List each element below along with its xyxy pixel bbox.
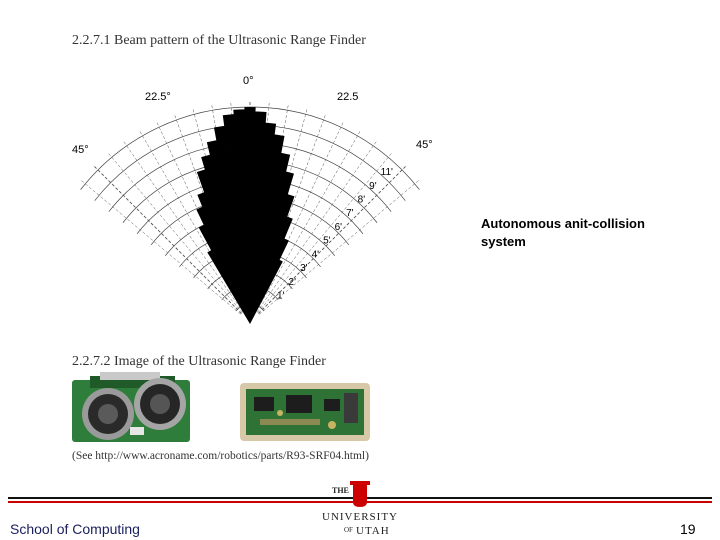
image-heading: 2.2.7.2 Image of the Ultrasonic Range Fi…	[72, 354, 326, 369]
distance-label: 5'	[323, 236, 331, 247]
logo-the: THE	[332, 486, 349, 495]
caption: Autonomous anit-collision system	[481, 215, 681, 251]
beam-pattern-diagram: 0° 22.5° 22.5 45° 45° 11' 9'8' 7'6' 5'4' 3'2…	[72, 75, 433, 324]
distance-label: 1'	[277, 291, 285, 302]
range-finder-back-photo	[240, 383, 370, 441]
logo-of: OF	[344, 526, 353, 534]
logo-university: UNIVERSITY	[322, 511, 398, 523]
distance-label: 6'	[335, 222, 343, 233]
label-right-45: 45°	[416, 139, 433, 151]
distance-label: 3'	[300, 263, 308, 274]
logo-utah: UTAH	[356, 525, 390, 537]
label-0-deg: 0°	[243, 75, 254, 87]
source-url-note: (See http://www.acroname.com/robotics/pa…	[72, 450, 369, 462]
label-right-22-5: 22.5	[337, 91, 358, 103]
caption-line-1: Autonomous anit-collision	[481, 216, 645, 231]
distance-label: 8'	[358, 194, 366, 205]
range-finder-front-photo	[72, 372, 190, 442]
footer-school-name: School of Computing	[10, 521, 140, 537]
block-u-icon	[350, 481, 370, 507]
university-of-utah-logo: THE UNIVERSITY OF UTAH	[322, 481, 398, 537]
distance-labels: 11' 9'8' 7'6' 5'4' 3'2' 1'	[277, 167, 393, 302]
distance-label: 4'	[312, 249, 320, 260]
beam-lobe	[196, 107, 295, 324]
lobe-shape	[196, 107, 295, 324]
distance-label: 2'	[289, 277, 297, 288]
distance-label: 9'	[369, 181, 377, 192]
label-left-45: 45°	[72, 144, 89, 156]
page-number: 19	[680, 521, 696, 537]
caption-line-2: system	[481, 234, 526, 249]
beam-pattern-heading: 2.2.7.1 Beam pattern of the Ultrasonic R…	[72, 33, 366, 48]
distance-label: 7'	[346, 208, 354, 219]
label-left-22-5: 22.5°	[145, 91, 171, 103]
distance-label: 11'	[381, 167, 393, 178]
